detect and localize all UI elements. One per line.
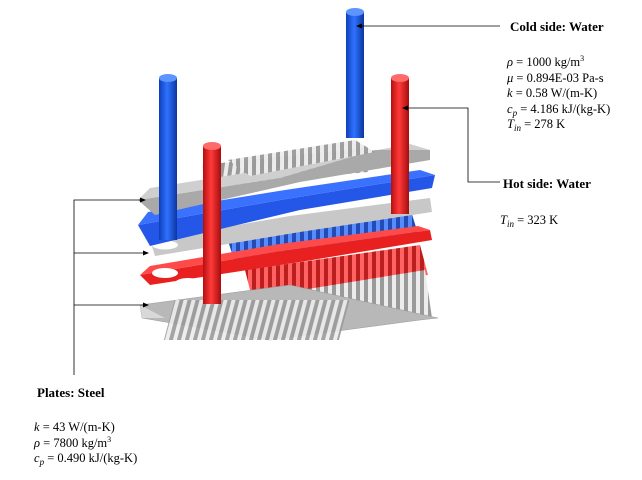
plates-specific-heat: cp = 0.490 kJ/(kg-K)	[34, 451, 138, 467]
cold-conductivity: k = 0.58 W/(m-K)	[507, 86, 598, 100]
plates-title: Plates: Steel	[37, 385, 105, 400]
cold-density: ρ = 1000 kg/m3	[507, 54, 585, 70]
cold-outlet-pipe-right	[346, 8, 364, 138]
cold-specific-heat: cp = 4.186 kJ/(kg-K)	[507, 101, 611, 118]
hot-inlet-temperature: Tin = 323 K	[500, 213, 559, 229]
hot-side-title: Hot side: Water	[503, 176, 591, 191]
top-fins	[228, 140, 375, 176]
cold-inlet-pipe-left	[159, 74, 177, 240]
hot-inlet-pipe-left	[203, 142, 221, 304]
hot-outlet-pipe-right	[391, 74, 409, 214]
cold-side-properties: ρ = 1000 kg/m3 μ = 0.894E-03 Pa-s k = 0.…	[507, 55, 610, 133]
cold-side-title: Cold side: Water	[510, 19, 604, 34]
plates-properties: k = 43 W/(m-K) ρ = 7800 kg/m3 cp = 0.490…	[34, 420, 137, 467]
plates-density: ρ = 7800 kg/m3	[34, 434, 112, 450]
hot-side-properties: Tin = 323 K	[500, 213, 558, 229]
cold-inlet-temperature: Tin = 278 K	[507, 117, 566, 133]
cold-viscosity: μ = 0.894E-03 Pa-s	[507, 70, 604, 85]
leader-lines	[73, 23, 500, 375]
plates-conductivity: k = 43 W/(m-K)	[34, 420, 115, 434]
